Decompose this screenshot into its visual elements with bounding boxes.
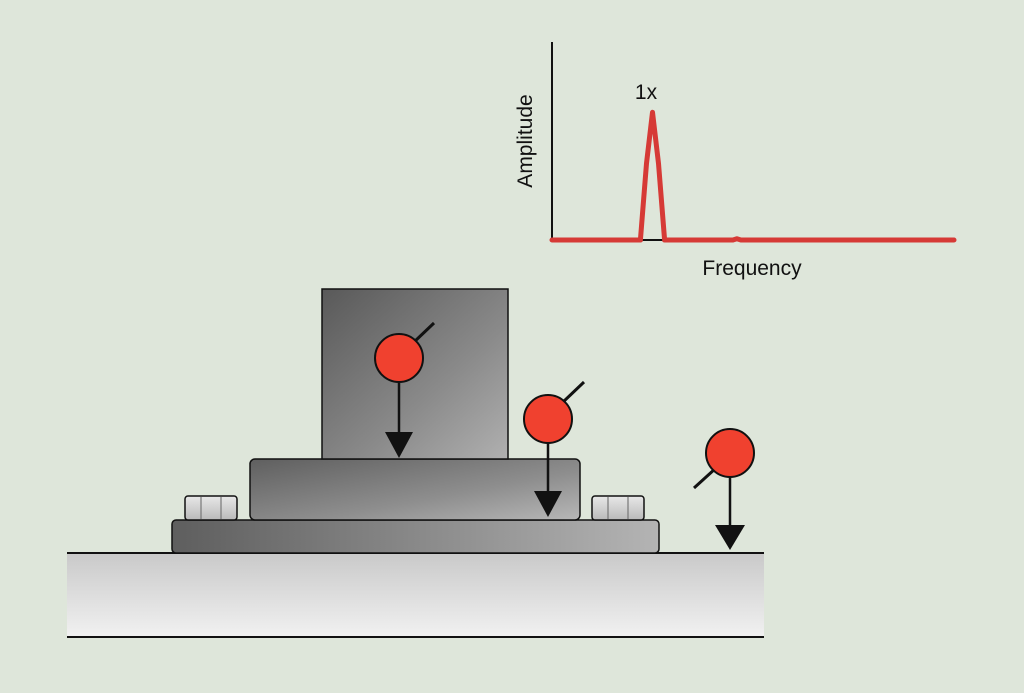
sensor-mid-flange bbox=[523, 380, 586, 517]
spectrum-chart: 1x Amplitude Frequency bbox=[514, 42, 957, 280]
down-arrow-icon bbox=[385, 432, 413, 458]
bolt-right bbox=[591, 495, 645, 521]
flange bbox=[249, 458, 581, 521]
down-arrow-icon bbox=[715, 525, 745, 550]
x-axis-label: Frequency bbox=[702, 257, 802, 280]
sensor-lead bbox=[692, 466, 718, 490]
base-plate bbox=[171, 519, 660, 554]
sensor-top-housing bbox=[374, 321, 436, 458]
sensor-floor bbox=[692, 428, 755, 550]
sensor-ball bbox=[705, 428, 755, 478]
peak-label-1x: 1x bbox=[635, 81, 658, 104]
sensor-lead bbox=[411, 321, 436, 345]
down-arrow-icon bbox=[534, 491, 562, 517]
y-axis-label: Amplitude bbox=[514, 94, 537, 187]
sensor-ball bbox=[523, 394, 573, 444]
spectrum-series-line bbox=[549, 109, 957, 243]
sensor-lead bbox=[560, 380, 586, 405]
sensor-ball bbox=[374, 333, 424, 383]
ground-slab bbox=[67, 553, 764, 637]
bolt-left bbox=[184, 495, 238, 521]
